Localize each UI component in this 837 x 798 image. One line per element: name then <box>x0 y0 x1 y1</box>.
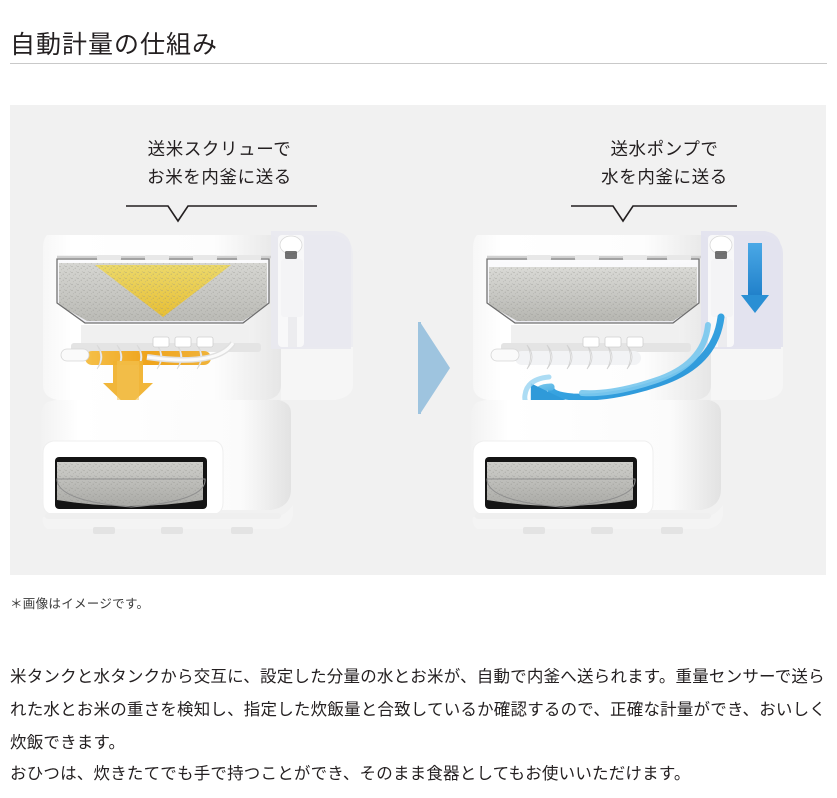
title-divider <box>10 63 827 64</box>
rice-tank <box>56 255 271 324</box>
rice-screw-assembly <box>490 325 691 370</box>
step-arrow-icon <box>418 322 450 414</box>
caption-water-feed: 送水ポンプで 水を内釜に送る <box>567 135 762 192</box>
image-disclaimer-note: ＊画像はイメージです。 <box>10 597 150 611</box>
lower-housing <box>41 400 293 534</box>
water-tank <box>701 231 781 349</box>
figure-panel: 送米スクリューで お米を内釜に送る 送水ポンプで 水を内釜に送る <box>10 105 826 575</box>
water-tank-housing <box>271 231 351 349</box>
caption-rice-feed-line2: お米を内釜に送る <box>147 167 292 188</box>
body-paragraph-1: 米タンクと水タンクから交互に、設定した分量の水とお米が、自動で内釜へ送られます。… <box>10 667 826 752</box>
rice-tank <box>486 255 701 324</box>
appliance-cutaway-water <box>471 231 783 534</box>
caption-bracket-left-icon <box>126 205 317 223</box>
caption-rice-feed-line1: 送米スクリューで <box>147 139 292 159</box>
appliance-cutaway-rice <box>41 231 353 534</box>
rice-flow-arrow-icon <box>103 361 153 407</box>
water-tank-arrow-icon <box>741 243 769 313</box>
caption-bracket-right-icon <box>571 205 737 223</box>
body-paragraph-2: おひつは、炊きたてでも手で持つことができ、そのまま食器としてもお使いいただけます… <box>10 764 691 783</box>
lower-housing <box>471 400 723 534</box>
caption-water-feed-line2: 水を内釜に送る <box>601 167 728 188</box>
caption-water-feed-line1: 送水ポンプで <box>610 139 719 159</box>
page-title: 自動計量の仕組み <box>10 30 219 59</box>
caption-rice-feed: 送米スクリューで お米を内釜に送る <box>122 135 317 192</box>
